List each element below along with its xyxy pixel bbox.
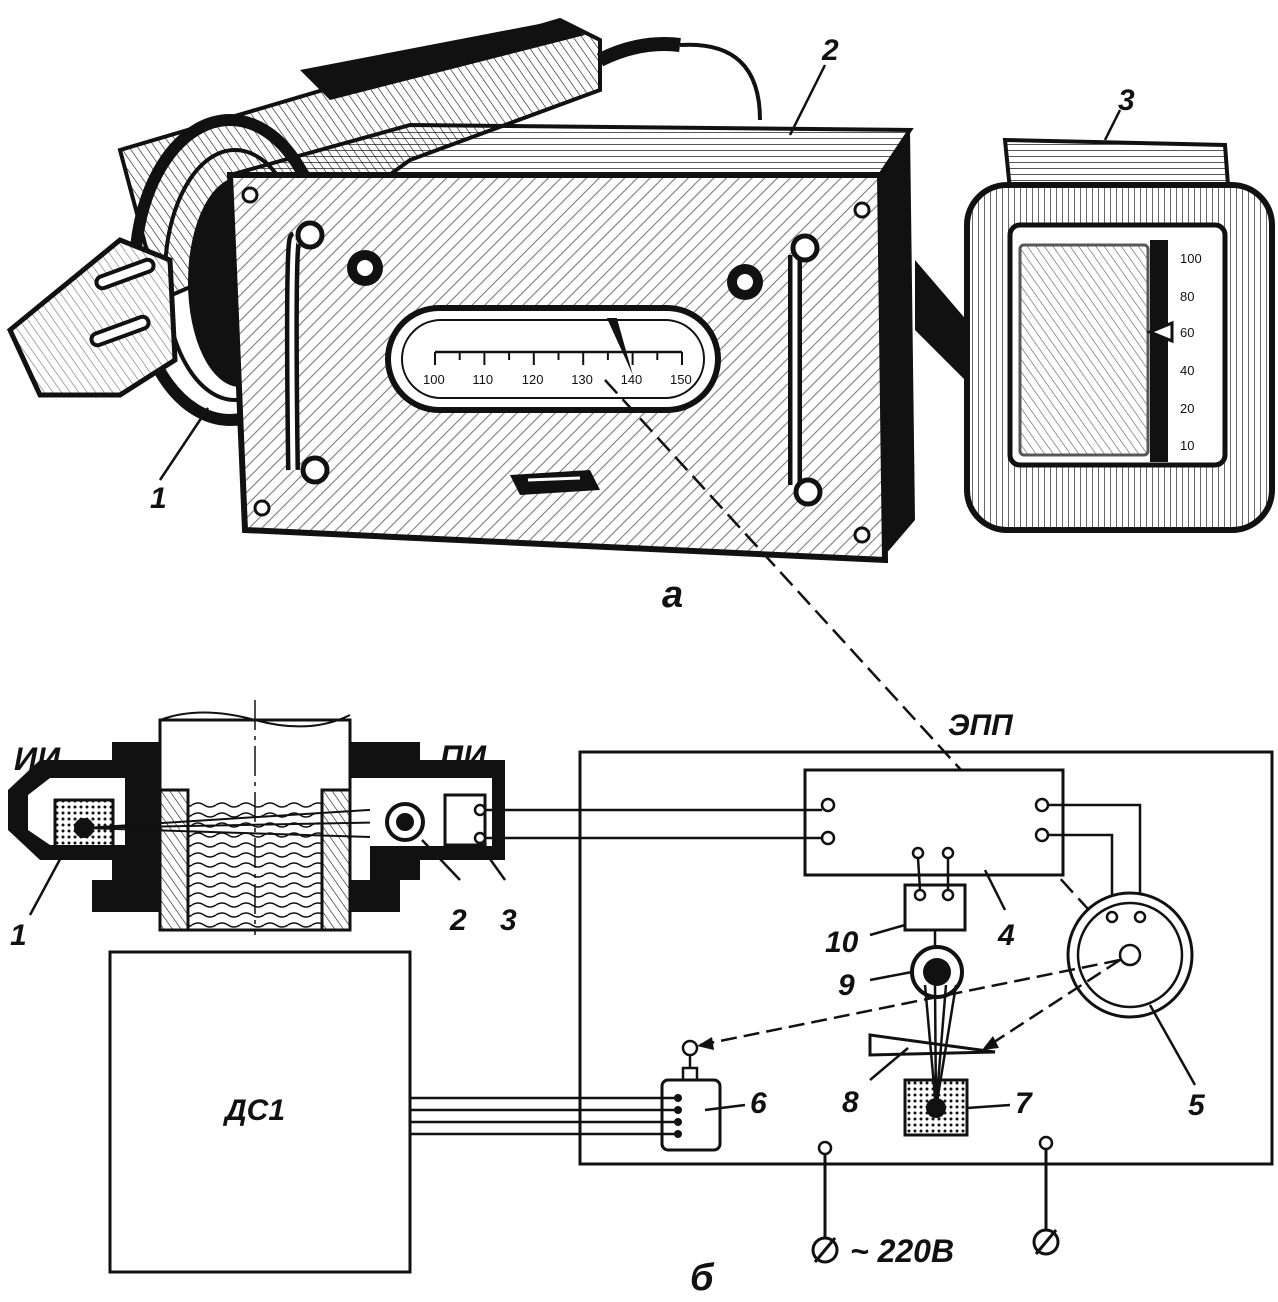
callout-9: 9 [838, 969, 855, 1002]
emitter-block [8, 742, 401, 912]
callout-2: 2 [449, 904, 467, 937]
front-scale-pointer [606, 318, 633, 375]
side-scale-label: 40 [1180, 363, 1194, 378]
emitter-label: ИИ [14, 741, 61, 777]
power-label: ~ 220В [850, 1233, 954, 1269]
callout-3: 3 [500, 904, 517, 937]
potentiometer-label: ЭПП [948, 709, 1014, 742]
potentiometer-box: 100 110 120 130 140 150 [226, 122, 915, 564]
callout-top-1: 1 [150, 482, 167, 515]
front-scale-label: 140 [621, 372, 643, 387]
front-scale-label: 120 [522, 372, 544, 387]
front-scale-label: 110 [472, 372, 493, 387]
side-scale-label: 80 [1180, 289, 1194, 304]
side-scale-label: 10 [1180, 438, 1194, 453]
slidewire-6 [660, 1039, 722, 1152]
cam-8 [868, 1033, 996, 1057]
side-scale-label: 20 [1180, 401, 1194, 416]
callout-7: 7 [1015, 1087, 1033, 1120]
device-illustration: 100 110 120 130 140 150 100 80 60 40 20 10 1 2 3 а [6, 17, 1275, 616]
potentiometer-enclosure [578, 750, 1274, 1166]
callout-top-3: 3 [1118, 84, 1135, 117]
front-scale-label: 100 [423, 372, 445, 387]
front-scale-window [385, 305, 721, 413]
callout-6: 6 [750, 1087, 767, 1120]
controller-label: ДС1 [222, 1094, 285, 1127]
schematic-diagram: ИИ ПИ 1 2 3 ЭПП [8, 700, 1274, 1274]
receiver-label: ПИ [440, 739, 487, 775]
amplifier-block [803, 768, 1065, 877]
front-scale-ticks: 100 110 120 130 140 150 [423, 352, 692, 387]
side-scale-ticks: 100 80 60 40 20 10 [1180, 251, 1202, 453]
side-scale-pointer [1146, 320, 1174, 344]
callout-8: 8 [842, 1086, 859, 1119]
callout-5: 5 [1188, 1089, 1206, 1122]
receiver-block [350, 742, 505, 912]
recorder-unit: 100 80 60 40 20 10 [915, 137, 1275, 533]
callout-4: 4 [997, 919, 1015, 952]
front-scale-label: 130 [571, 372, 593, 387]
controller-block [108, 950, 412, 1274]
callout-top-2: 2 [821, 34, 839, 67]
callout-1: 1 [10, 919, 27, 952]
side-scale-label: 100 [1180, 251, 1202, 266]
part-a-label: а [662, 574, 683, 616]
side-scale-label: 60 [1180, 325, 1194, 340]
block-10 [903, 883, 967, 932]
part-b-label: б [690, 1257, 715, 1299]
callout-10: 10 [825, 926, 859, 959]
front-scale-label: 150 [670, 372, 692, 387]
